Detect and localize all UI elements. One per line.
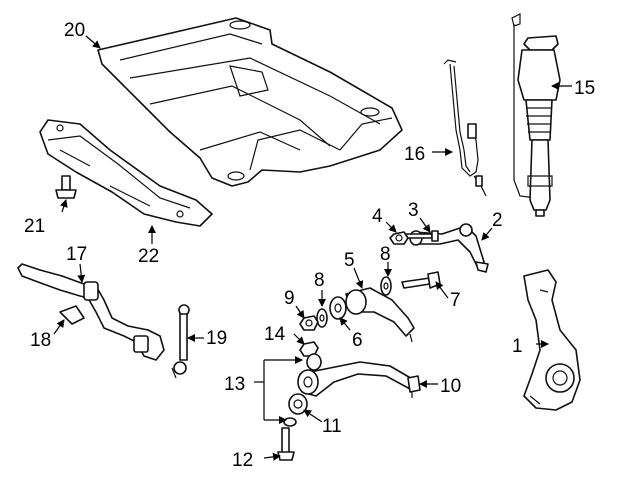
tension-strut-part <box>329 287 415 343</box>
callout-17: 17 <box>66 244 87 265</box>
callout-10: 10 <box>440 376 461 397</box>
bolt-part-12 <box>277 427 295 461</box>
callout-21: 21 <box>24 216 45 237</box>
callout-15: 15 <box>574 78 595 99</box>
callout-22: 22 <box>138 246 159 267</box>
bolt-part-3 <box>403 230 439 242</box>
callout-11: 11 <box>322 416 342 437</box>
callout-8-lower: 8 <box>314 270 325 291</box>
upper-control-arm-part <box>409 223 489 273</box>
callout-9: 9 <box>284 288 295 309</box>
callout-20: 20 <box>64 20 85 41</box>
washer-part-8a <box>316 308 328 328</box>
washer-part-8b <box>380 276 392 296</box>
callout-5: 5 <box>344 250 355 271</box>
bolt-part-7 <box>401 271 441 289</box>
bushing-part-11 <box>283 393 308 427</box>
callout-16: 16 <box>404 144 425 165</box>
nut-part-9 <box>299 315 319 331</box>
callout-18: 18 <box>30 330 51 351</box>
crossmember-part <box>39 119 213 227</box>
air-strut-part <box>511 13 561 217</box>
callout-2: 2 <box>492 210 503 231</box>
callout-19: 19 <box>206 328 227 349</box>
bolt-part-21 <box>55 175 77 199</box>
sensor-wire-part <box>443 59 487 197</box>
leader-lines <box>53 35 572 461</box>
stabilizer-link-part <box>171 304 190 379</box>
callout-7: 7 <box>450 290 461 311</box>
stabilizer-bar-part <box>17 263 165 361</box>
callout-13: 13 <box>224 374 245 395</box>
callout-14: 14 <box>264 324 286 345</box>
callout-3: 3 <box>408 200 419 221</box>
callout-12: 12 <box>232 450 253 471</box>
callout-6: 6 <box>352 330 363 351</box>
steering-knuckle-part <box>523 269 581 411</box>
callout-1: 1 <box>512 336 523 357</box>
callout-4: 4 <box>372 206 383 227</box>
subframe-part <box>97 17 403 187</box>
lower-control-arm-part <box>297 353 421 398</box>
nut-part-4 <box>389 231 409 245</box>
callout-8-upper: 8 <box>380 244 391 265</box>
